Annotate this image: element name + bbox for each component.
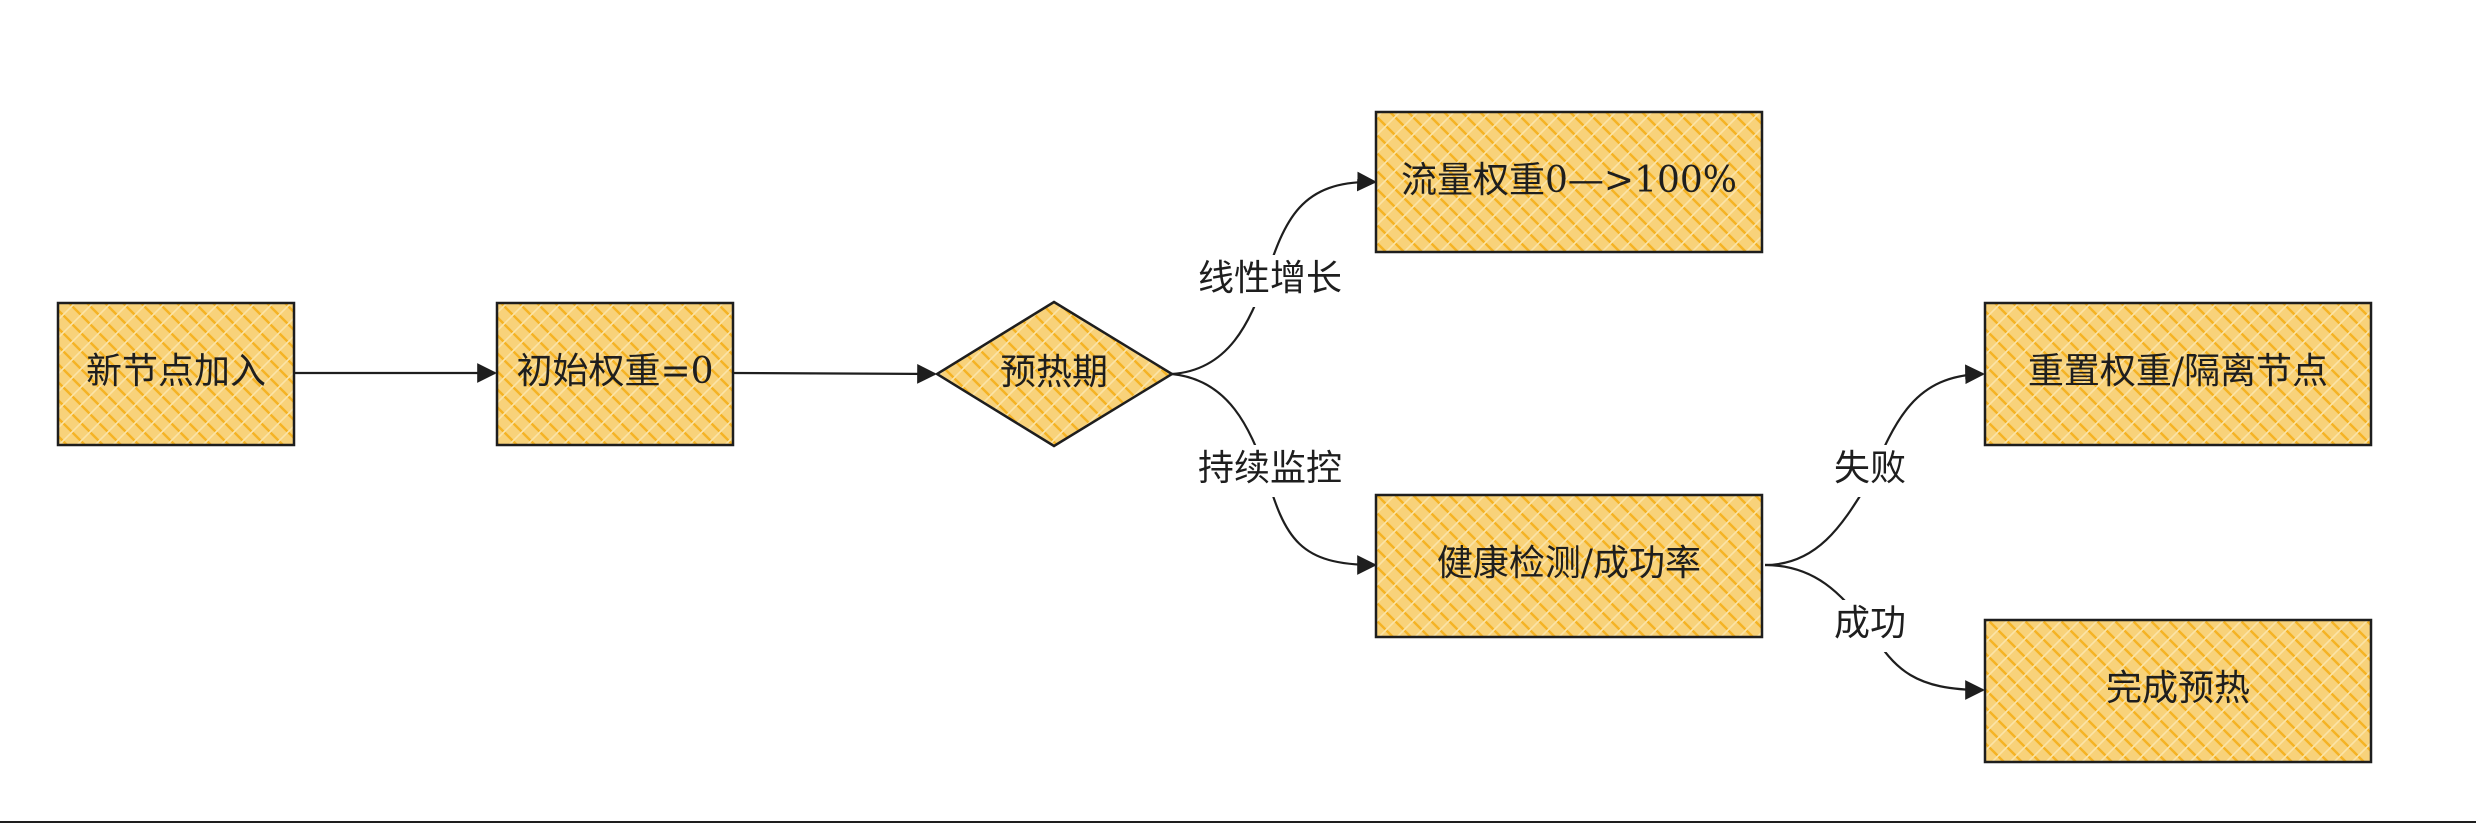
node-warmup-decision: 预热期 — [934, 300, 1175, 448]
edge-label-monitor: 持续监控 — [1190, 445, 1350, 497]
node-done-text: 完成预热 — [2106, 668, 2250, 709]
edge-label-success-text: 成功 — [1834, 603, 1906, 644]
node-traffic-weight: 流量权重0—>100% — [1374, 110, 1764, 254]
edge-label-fail: 失败 — [1830, 445, 1910, 497]
node-join-text: 新节点加入 — [86, 351, 266, 392]
node-traffic-weight-text: 流量权重0—>100% — [1401, 160, 1737, 201]
node-reset-text: 重置权重/隔离节点 — [2028, 351, 2328, 392]
edge-label-linear: 线性增长 — [1190, 255, 1350, 307]
node-init-weight-text: 初始权重=0 — [516, 351, 713, 392]
edge-label-fail-text: 失败 — [1834, 448, 1906, 489]
node-init-weight: 初始权重=0 — [495, 301, 735, 447]
edge-label-monitor-text: 持续监控 — [1198, 448, 1342, 489]
node-health-check: 健康检测/成功率 — [1374, 493, 1764, 639]
node-join: 新节点加入 — [56, 301, 296, 447]
node-health-check-text: 健康检测/成功率 — [1437, 543, 1701, 584]
node-warmup-text: 预热期 — [1000, 352, 1108, 393]
edge-label-success: 成功 — [1830, 600, 1910, 652]
edge-label-linear-text: 线性增长 — [1198, 258, 1342, 299]
node-reset: 重置权重/隔离节点 — [1983, 301, 2373, 447]
node-done: 完成预热 — [1983, 618, 2373, 764]
edge-init-to-warmup — [732, 364, 937, 384]
